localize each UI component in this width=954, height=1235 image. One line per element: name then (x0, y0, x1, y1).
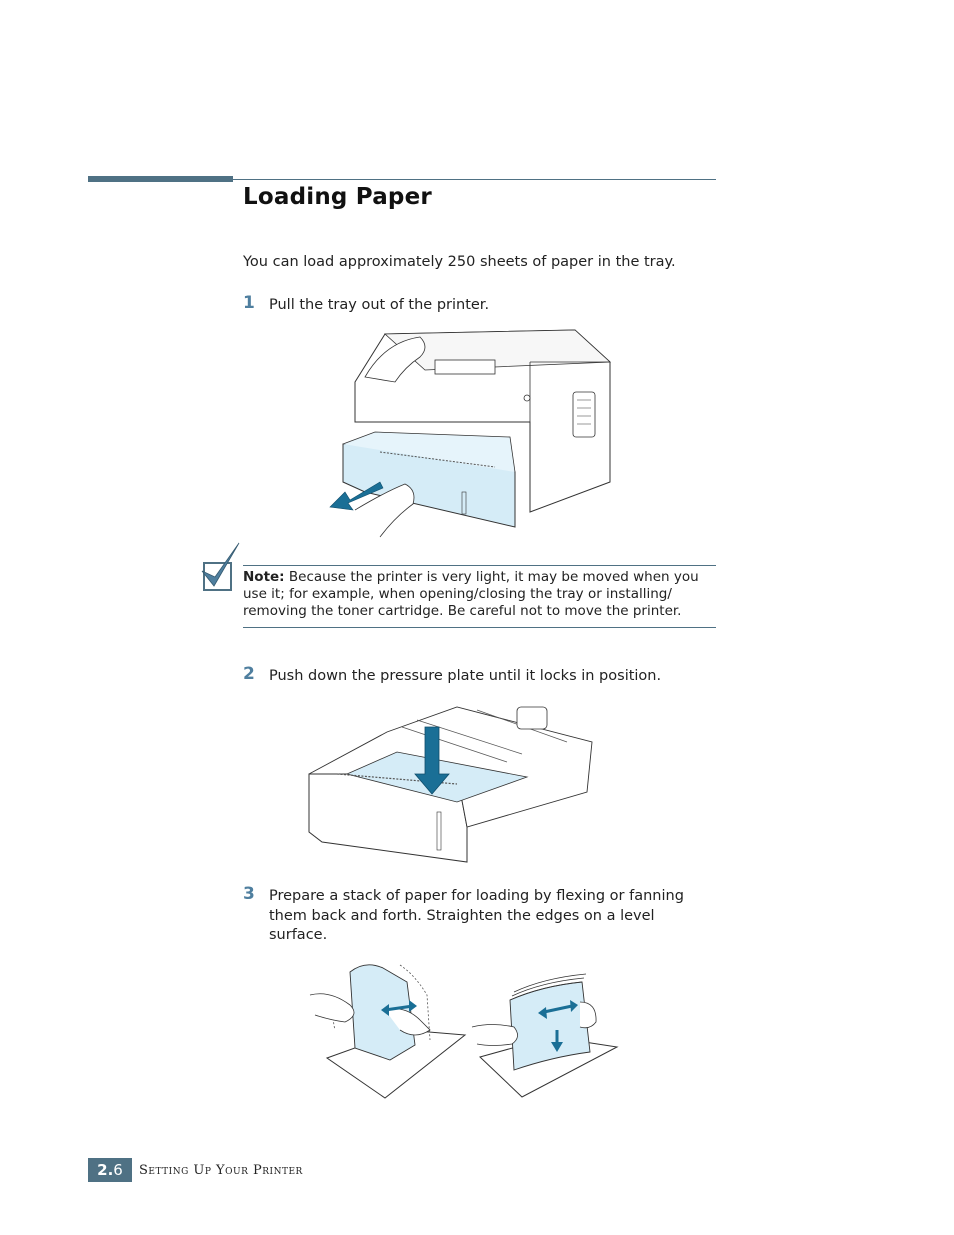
paper-straightening-illustration (471, 973, 619, 1098)
step-3-number: 3 (243, 884, 255, 904)
step-1: 1 (243, 293, 255, 313)
page-title: Loading Paper (243, 184, 432, 210)
footer-chapter: 2. (97, 1161, 114, 1179)
note-rule-top (243, 565, 716, 566)
footer-page: 6 (113, 1161, 123, 1179)
step-2-number: 2 (243, 664, 255, 684)
pressure-plate-illustration (308, 706, 593, 863)
paper-flexing-illustration (309, 964, 467, 1099)
note-body: Because the printer is very light, it ma… (243, 569, 699, 619)
step-2-text: Push down the pressure plate until it lo… (269, 668, 662, 684)
step-1-text: Pull the tray out of the printer. (269, 297, 490, 313)
note-text: Note: Because the printer is very light,… (243, 569, 716, 620)
footer-section-title: Setting Up Your Printer (139, 1163, 303, 1178)
header-rule-thick (88, 176, 233, 182)
step-3-text: Prepare a stack of paper for loading by … (269, 888, 684, 943)
step-3: 3 (243, 884, 255, 904)
step-1-number: 1 (243, 293, 255, 313)
note-label: Note: (243, 569, 285, 585)
header-rule-thin (233, 179, 716, 180)
intro-text: You can load approximately 250 sheets of… (243, 254, 676, 270)
step-2: 2 (243, 664, 255, 684)
note-rule-bottom (243, 627, 716, 628)
footer-page-number: 2.6 (88, 1158, 132, 1182)
printer-tray-illustration (329, 329, 611, 538)
checkmark-note-icon (201, 542, 240, 591)
